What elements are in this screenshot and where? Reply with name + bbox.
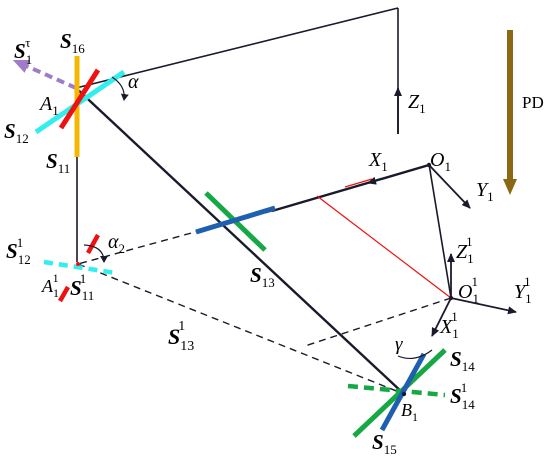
label-s14-1: S141 [450, 380, 475, 412]
beam-a1-b1 [75, 87, 405, 395]
label-s14: S14 [450, 347, 475, 374]
label-s13: S13 [250, 263, 275, 290]
label-s11: S11 [46, 149, 70, 176]
label-b1: B1 [401, 400, 418, 424]
label-gamma: γ [395, 334, 403, 355]
axis-y1-1 [450, 297, 517, 315]
red-segment [316, 195, 452, 299]
s11-axis [58, 68, 101, 130]
label-a1: A1 [38, 93, 59, 118]
s13-blue-axis [195, 205, 276, 235]
s12-1-axis [43, 259, 117, 276]
point-b1 [401, 391, 407, 397]
axis-x1 [367, 164, 430, 185]
s11-1-axis-upper [86, 233, 100, 255]
alpha-arc [111, 76, 129, 101]
s1-tau-vector [12, 59, 77, 90]
point-o1-1 [448, 295, 454, 301]
label-a1-1: A11 [41, 271, 59, 300]
label-x1-1: X11 [439, 309, 458, 341]
labels: S1τ S16 α A1 S12 S11 Z1 PD X1 O1 Y1 S121… [4, 29, 544, 457]
label-s1-tau: S1τ [14, 35, 32, 67]
label-s11-1: S111 [70, 271, 94, 303]
s14-1-dashed-axis [347, 383, 446, 398]
label-s13-1: S131 [168, 319, 194, 354]
label-x1: X1 [368, 149, 388, 174]
link-o1-o1-1 [428, 163, 452, 299]
label-y1: Y1 [476, 179, 494, 204]
label-alpha2: α2 [108, 231, 125, 256]
point-o1 [426, 162, 432, 168]
label-z1-1: Z11 [456, 234, 473, 266]
gamma-arc [397, 349, 433, 360]
s11-1-axis-lower [58, 285, 70, 303]
frame-o1-1 [431, 253, 517, 337]
s15-blue-axis [379, 352, 427, 432]
point-a1-1 [76, 262, 80, 266]
label-alpha: α [128, 71, 139, 93]
label-s12: S12 [4, 119, 29, 146]
label-o1: O1 [430, 149, 451, 174]
label-z1: Z1 [408, 91, 426, 116]
alpha2-arc [83, 244, 108, 263]
label-pd: PD [522, 93, 544, 112]
projection-dashed-ab [77, 263, 405, 395]
label-s16: S16 [60, 29, 85, 56]
label-y1-1: Y11 [514, 274, 531, 306]
axis-y1 [428, 164, 471, 209]
label-o1-1: O11 [458, 274, 478, 306]
projection-dashed-o [304, 297, 452, 347]
frame-top-edge [75, 7, 399, 89]
frame-o1 [367, 87, 471, 209]
axis-x1-1 [431, 297, 452, 337]
label-s15: S15 [372, 430, 397, 457]
projection-dashed-x [77, 210, 273, 265]
label-s12-1: S121 [6, 235, 31, 267]
